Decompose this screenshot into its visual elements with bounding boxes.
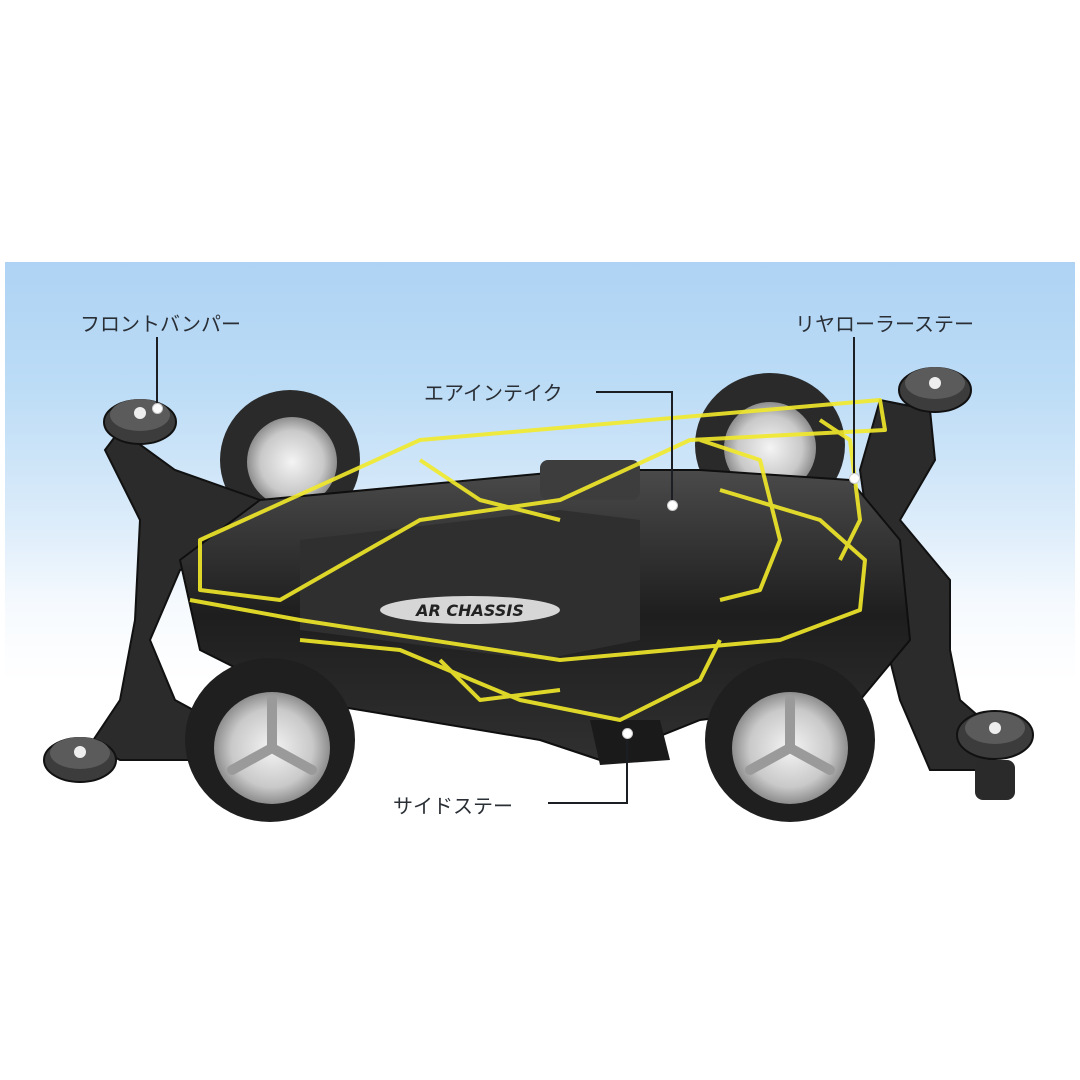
callout-air-intake-leader-v bbox=[671, 391, 673, 501]
callout-air-intake-label: エアインテイク bbox=[424, 381, 563, 405]
callout-side-stay-dot bbox=[622, 728, 633, 739]
chassis-logo: AR CHASSIS bbox=[414, 601, 524, 620]
callout-front-bumper-label: フロントバンパー bbox=[80, 312, 241, 336]
callout-front-bumper-leader bbox=[156, 337, 158, 407]
front-bumper-roller-top bbox=[103, 399, 177, 445]
rear-roller-top bbox=[898, 367, 972, 413]
callout-side-stay-label: サイドステー bbox=[393, 794, 513, 818]
rear-roller-bottom bbox=[956, 710, 1034, 800]
callout-rear-roller-stay-dot bbox=[849, 473, 860, 484]
callout-rear-roller-stay-leader bbox=[853, 337, 855, 475]
callout-side-stay-leader-v bbox=[626, 732, 628, 804]
front-left-wheel bbox=[185, 658, 355, 822]
front-right-wheel bbox=[705, 658, 875, 822]
callout-rear-roller-stay-label: リヤローラーステー bbox=[795, 312, 974, 336]
callout-side-stay-leader-h bbox=[548, 802, 628, 804]
front-bumper-roller-bottom bbox=[43, 737, 117, 783]
callout-front-bumper-dot bbox=[152, 403, 163, 414]
callout-air-intake-leader-h bbox=[596, 391, 672, 393]
body-outline-overlay bbox=[189, 398, 887, 722]
callout-air-intake-dot bbox=[667, 500, 678, 511]
